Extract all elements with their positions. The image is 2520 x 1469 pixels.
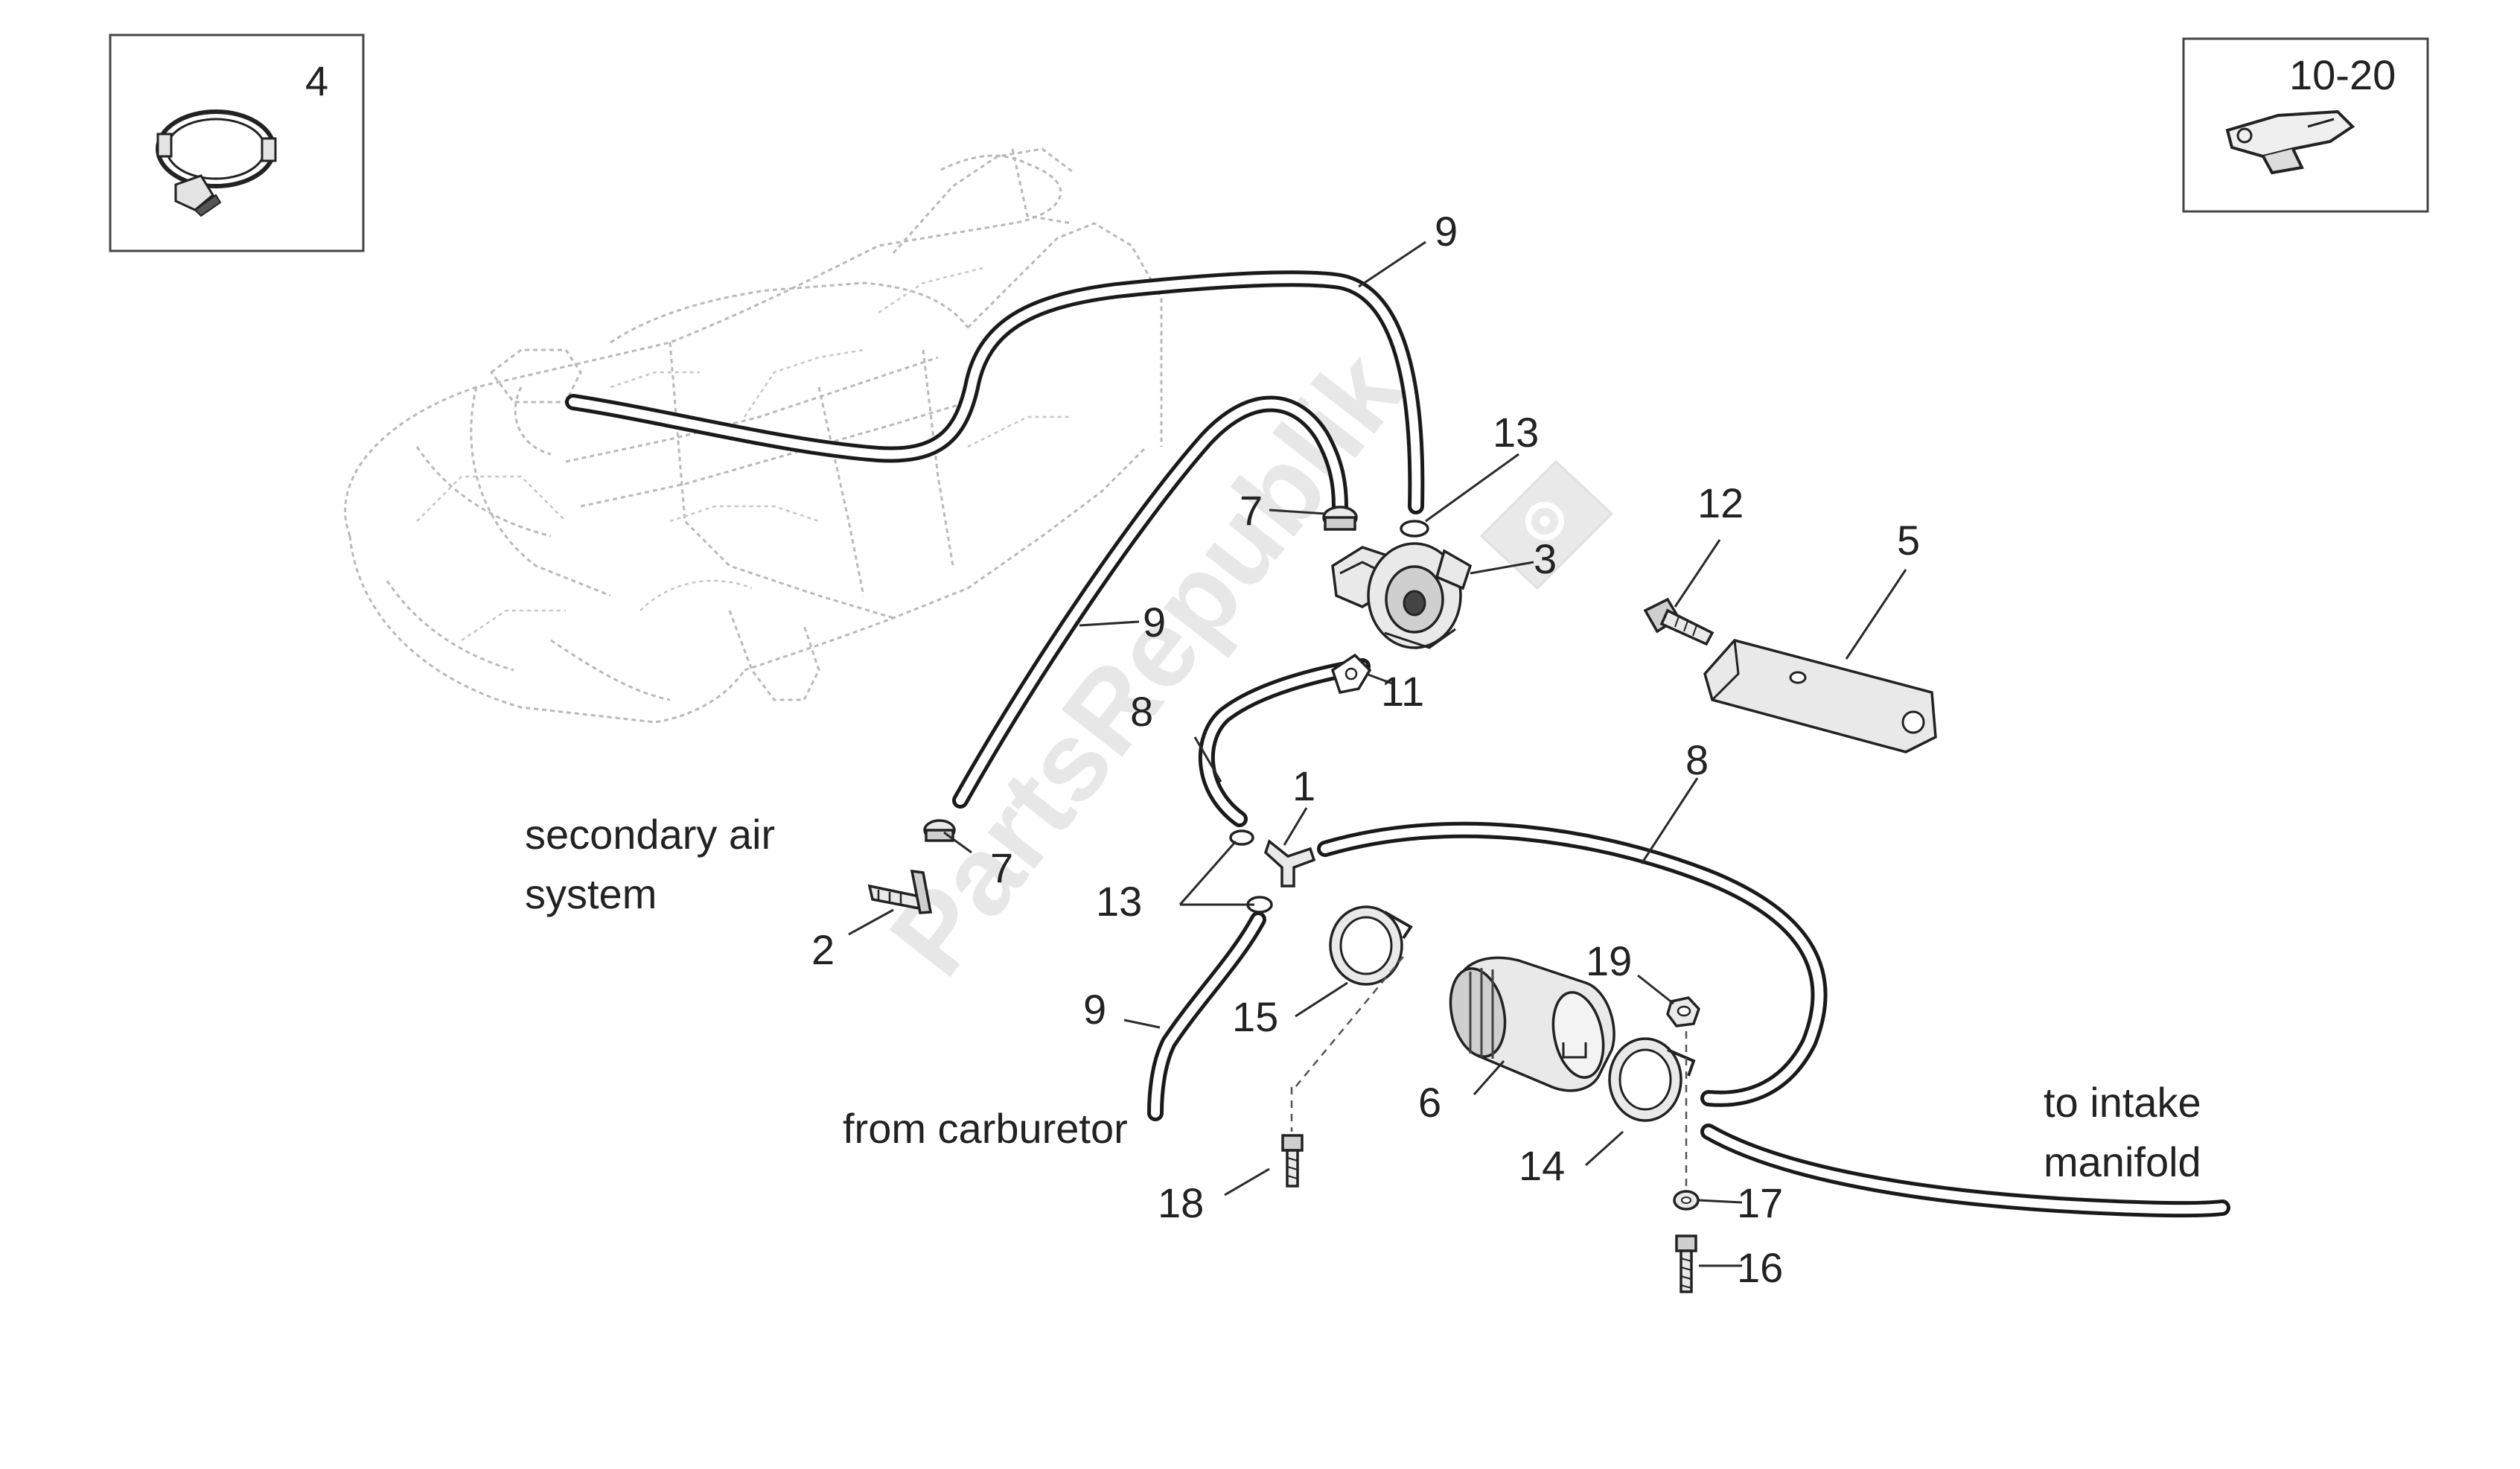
air-filter-6 (1449, 956, 1615, 1092)
callout-12: 12 (1697, 479, 1744, 526)
secondary-air-valve-3 (1331, 542, 1473, 649)
callout-6: 6 (1418, 1079, 1441, 1126)
gasket-11 (1330, 653, 1372, 695)
hose-clamp-15 (1329, 905, 1413, 986)
callout-5: 5 (1897, 517, 1920, 564)
callout-3: 3 (1534, 535, 1557, 582)
hose-clamp-7-upper (1322, 506, 1358, 531)
note-from-carburetor: from carburetor (843, 1105, 1128, 1152)
callout-9-top: 9 (1435, 208, 1458, 255)
callout-19: 19 (1586, 937, 1632, 984)
hoses (565, 270, 2230, 1218)
callout-13-bottom: 13 (1096, 878, 1142, 925)
callout-8-right: 8 (1685, 736, 1709, 783)
callout-16: 16 (1737, 1244, 1783, 1291)
callout-18: 18 (1158, 1179, 1204, 1226)
callout-17: 17 (1737, 1179, 1783, 1226)
callout-14: 14 (1519, 1142, 1565, 1189)
washer-13-top (1400, 520, 1429, 538)
screw-12 (1643, 597, 1714, 646)
callout-13-top: 13 (1493, 409, 1539, 456)
note-intake-line1: to intake (2044, 1079, 2201, 1126)
callout-numbers: 1 2 3 5 6 7 7 8 8 9 9 9 11 12 13 13 14 1… (811, 208, 1920, 1291)
washer-13-left (1229, 829, 1254, 846)
note-intake-line2: manifold (2044, 1138, 2201, 1185)
callout-7-lower: 7 (990, 844, 1013, 891)
fitting-2 (867, 869, 933, 914)
inset-box-clamp: 4 (109, 34, 365, 252)
note-secondary-air-line2: system (525, 870, 657, 917)
washer-17 (1673, 1190, 1700, 1211)
y-connector-1 (1263, 839, 1316, 888)
watermark-gear-icon (1479, 459, 1614, 590)
inset-label-4: 4 (305, 57, 328, 104)
hose-clamp-14 (1608, 1037, 1696, 1122)
bracket-icon (2225, 109, 2355, 175)
callout-9-middle: 9 (1143, 599, 1166, 646)
callout-1: 1 (1292, 762, 1315, 809)
diagram-notes: secondary air system from carburetor to … (525, 811, 2201, 1185)
callout-7-upper: 7 (1240, 487, 1263, 534)
callout-11: 11 (1381, 668, 1424, 715)
bolt-16 (1675, 1234, 1697, 1293)
callout-9-bottom: 9 (1083, 986, 1106, 1033)
bracket-5 (1703, 639, 1937, 753)
inset-box-bracket: 10-20 (2182, 37, 2429, 213)
callout-15: 15 (1232, 993, 1278, 1040)
inset-label-10-20: 10-20 (2289, 51, 2396, 98)
callout-8-upper: 8 (1130, 688, 1153, 735)
bolt-18 (1281, 1134, 1304, 1188)
nut-19 (1666, 996, 1701, 1027)
scooter-frame-ghost (344, 147, 1163, 724)
note-secondary-air-line1: secondary air (525, 811, 775, 858)
clamp-icon (156, 109, 277, 217)
leader-lines (848, 240, 1907, 1267)
callout-2: 2 (811, 926, 835, 973)
